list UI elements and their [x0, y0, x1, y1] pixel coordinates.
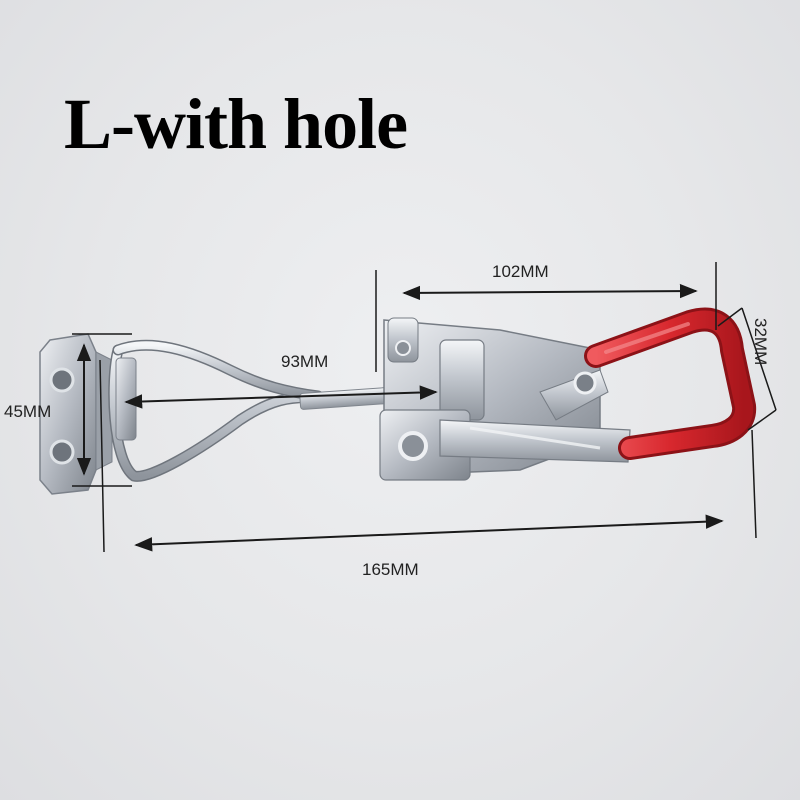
product-title: L-with hole	[64, 84, 408, 164]
mounting-hole	[49, 439, 75, 465]
handle-grip	[584, 307, 757, 460]
dimension-label-rod: 93MM	[281, 352, 329, 371]
dimension-label-overall: 165MM	[362, 560, 419, 579]
dimension-label-plate: 45MM	[4, 402, 52, 421]
dimension-label-top: 102MM	[492, 262, 549, 281]
dimension-label-handle: 32MM	[751, 318, 770, 366]
latch-body	[379, 317, 631, 481]
dimension-lines	[72, 262, 777, 553]
mounting-hole	[49, 367, 75, 393]
